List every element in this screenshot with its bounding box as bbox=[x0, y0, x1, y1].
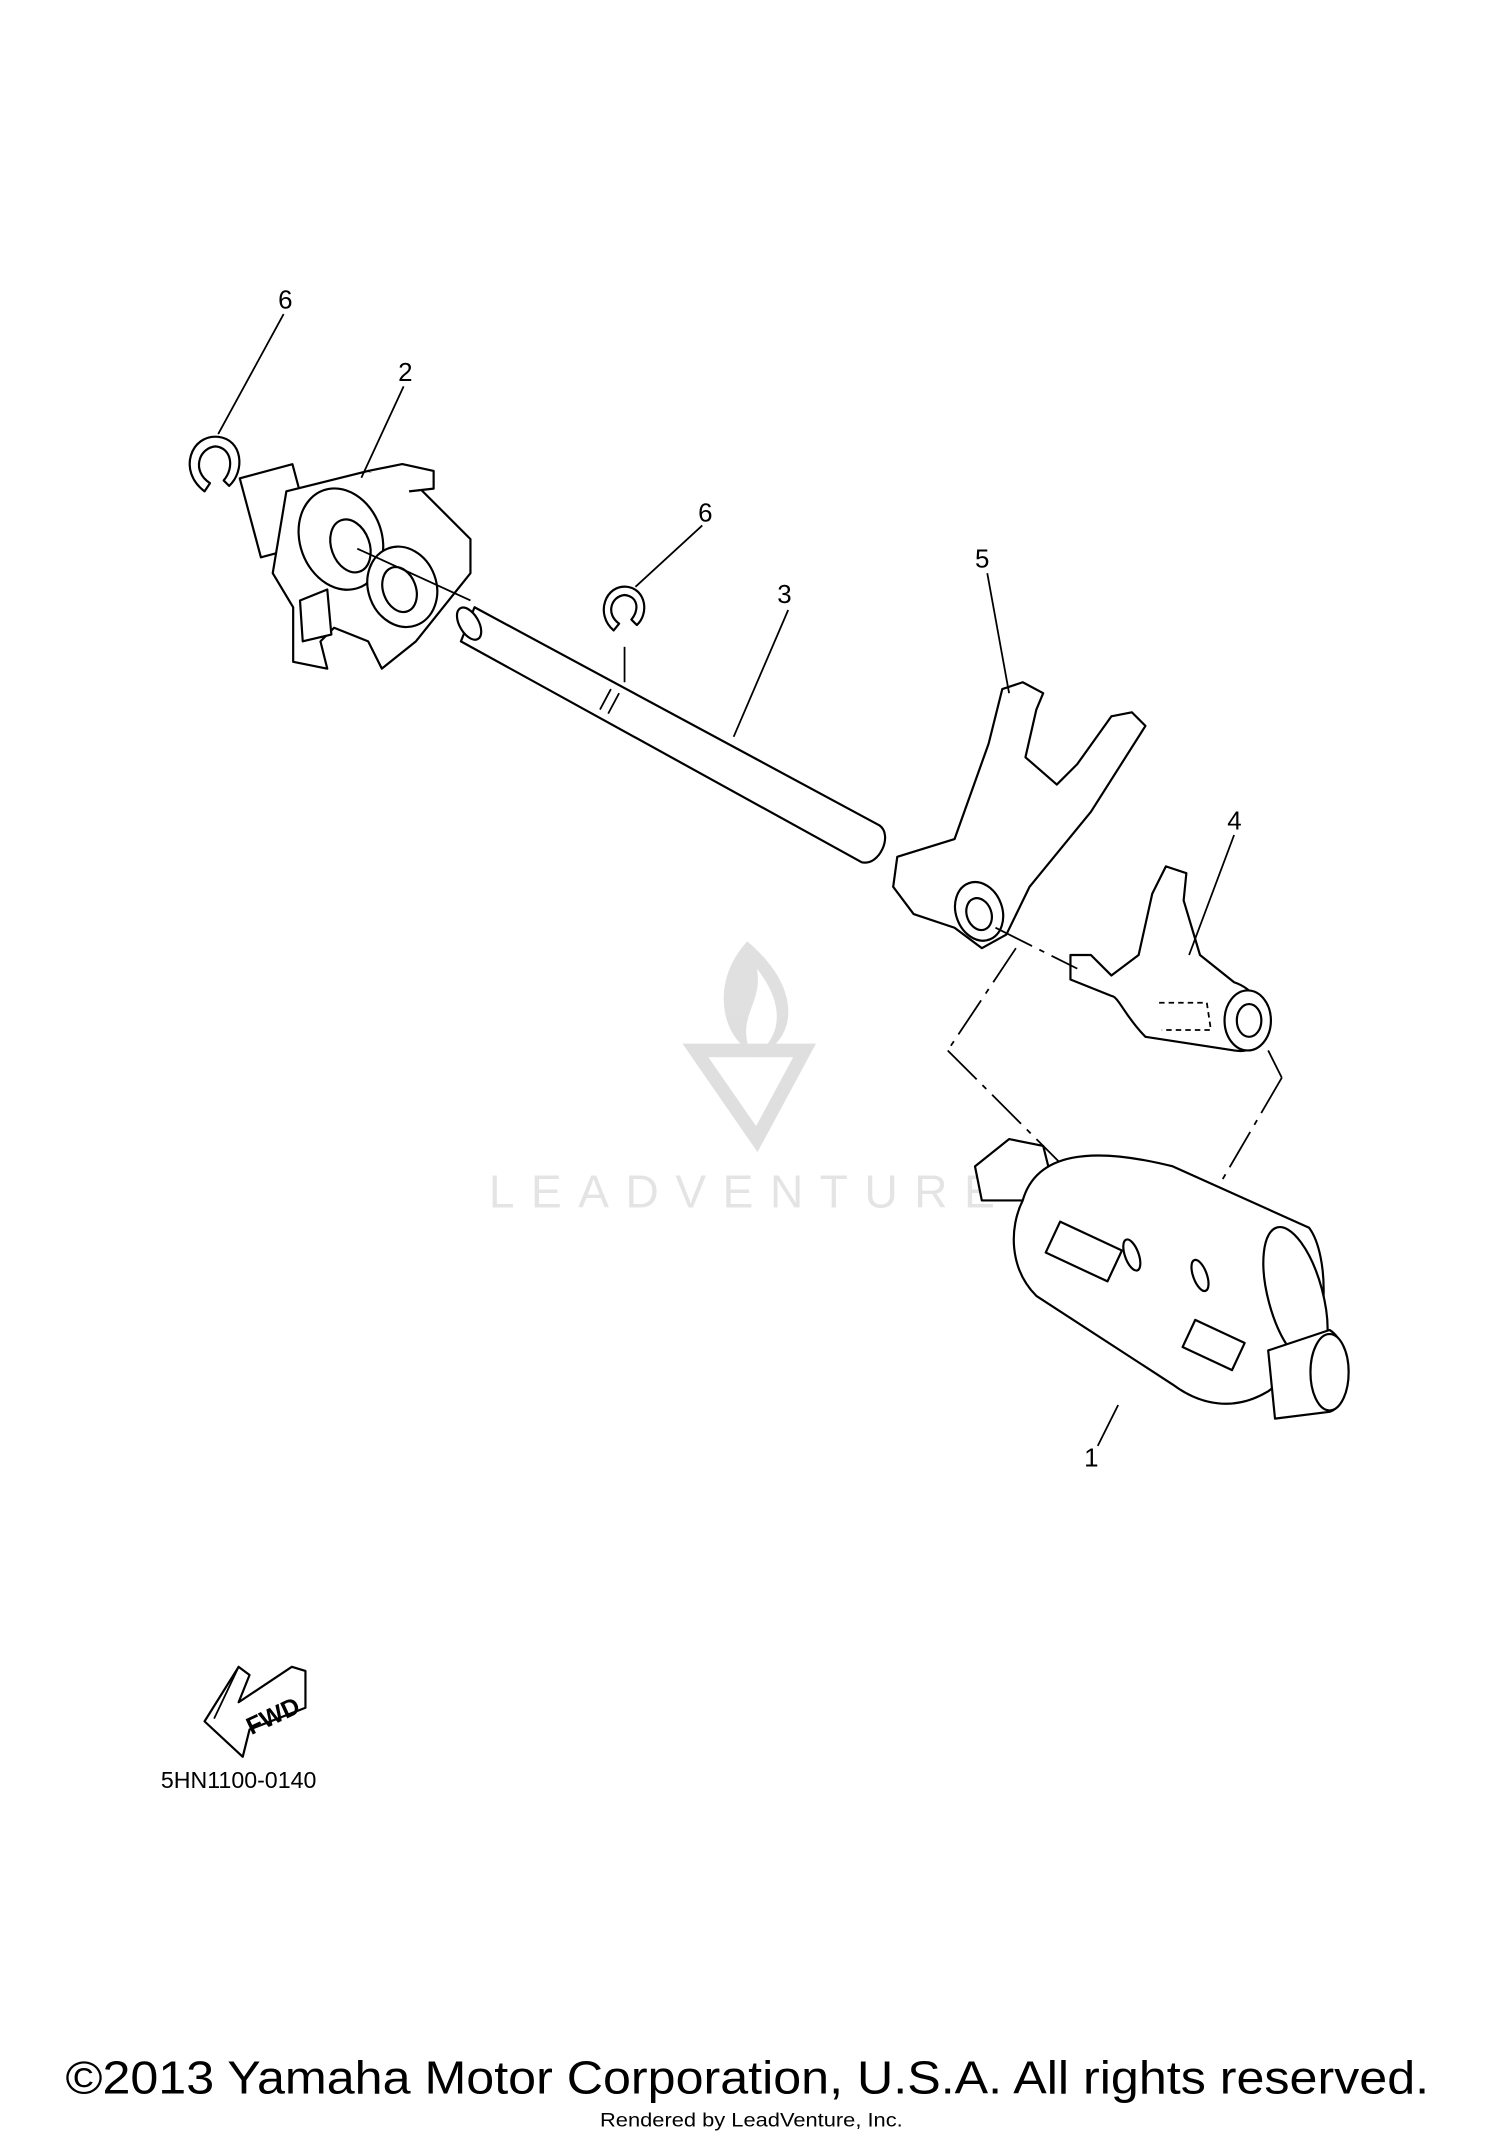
shift-fork-part-5[interactable] bbox=[892, 681, 1147, 950]
leader-line bbox=[217, 313, 285, 435]
callout-6b: 6 bbox=[698, 499, 712, 527]
rendered-by-text: Rendered by LeadVenture, Inc. bbox=[600, 2110, 903, 2131]
callout-2: 2 bbox=[398, 359, 412, 387]
callout-4: 4 bbox=[1227, 808, 1241, 836]
fwd-arrow-icon: FWD bbox=[203, 1665, 307, 1758]
shift-drum-segment-part-2[interactable] bbox=[238, 463, 472, 670]
diagram-code: 5HN1100-0140 bbox=[161, 1767, 316, 1793]
callout-3: 3 bbox=[777, 581, 791, 609]
circlip-part-6[interactable] bbox=[188, 435, 241, 493]
shift-fork-part-4[interactable] bbox=[1069, 865, 1272, 1052]
watermark-logo bbox=[682, 941, 816, 1153]
copyright-text: ©2013 Yamaha Motor Corporation, U.S.A. A… bbox=[65, 2052, 1429, 2104]
circlip-part-6[interactable] bbox=[602, 585, 646, 632]
shift-drum-part-1[interactable] bbox=[973, 1138, 1350, 1420]
callout-5: 5 bbox=[975, 546, 989, 574]
callout-1: 1 bbox=[1084, 1444, 1098, 1472]
callout-6a: 6 bbox=[278, 287, 292, 315]
shift-shaft-part-3[interactable] bbox=[452, 604, 887, 864]
watermark-text: LEADVENTURE bbox=[489, 1165, 1012, 1217]
